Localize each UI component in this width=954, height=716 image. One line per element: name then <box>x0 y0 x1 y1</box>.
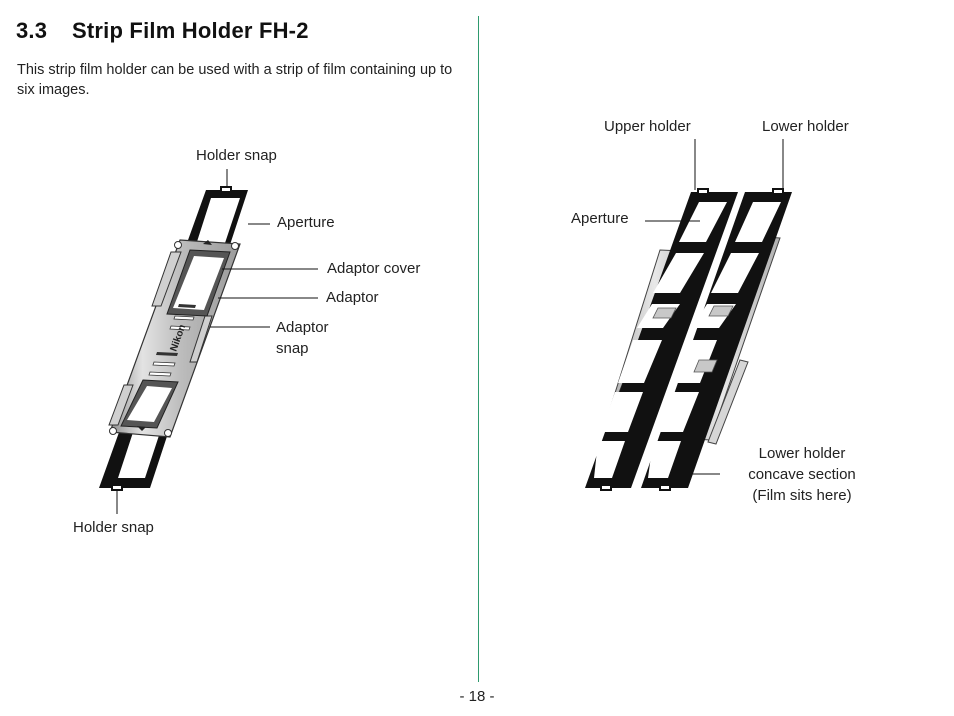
left-leader-lines <box>116 169 318 514</box>
section-heading: 3.3 Strip Film Holder FH-2 <box>16 18 309 44</box>
label-holder-snap-bottom: Holder snap <box>73 519 154 536</box>
label-concave-line2: concave section <box>748 466 856 483</box>
label-adaptor: Adaptor <box>326 289 379 306</box>
column-divider <box>478 16 479 682</box>
label-concave-section: Lower holder concave section (Film sits … <box>738 443 866 506</box>
label-concave-line1: Lower holder <box>758 445 846 462</box>
label-concave-line3: (Film sits here) <box>752 487 852 504</box>
adaptor-plate: Nikon <box>108 239 241 438</box>
right-leader-lines <box>645 139 784 475</box>
label-holder-snap-top: Holder snap <box>196 147 277 164</box>
channel-details <box>652 305 734 373</box>
label-lower-holder: Lower holder <box>762 118 849 135</box>
upper-holder-frame <box>585 188 738 491</box>
separated-holders-figure <box>585 139 792 491</box>
assembled-holder-figure: Nikon <box>99 169 318 514</box>
label-adaptor-cover: Adaptor cover <box>327 260 421 277</box>
section-title: Strip Film Holder FH-2 <box>72 18 309 43</box>
label-adaptor-snap: Adaptor snap <box>276 317 329 359</box>
page-number: - 18 - <box>459 688 495 705</box>
intro-paragraph: This strip film holder can be used with … <box>17 62 453 98</box>
label-aperture-right: Aperture <box>571 210 629 227</box>
label-adaptor-snap-line2: snap <box>276 340 309 357</box>
section-number: 3.3 <box>16 18 48 43</box>
label-aperture-left: Aperture <box>277 214 335 231</box>
label-upper-holder: Upper holder <box>604 118 691 135</box>
label-adaptor-snap-line1: Adaptor <box>276 319 329 336</box>
